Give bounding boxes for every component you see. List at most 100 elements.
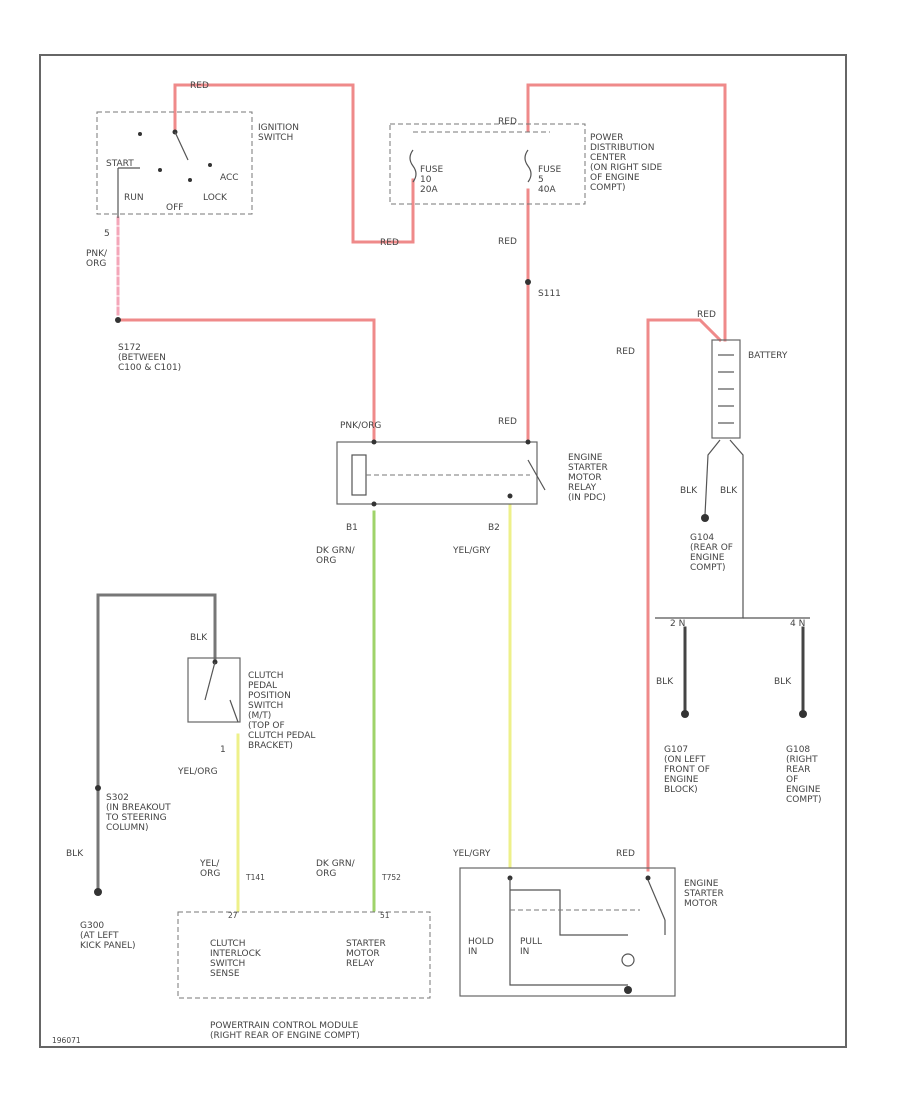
- wire-label-dkgrn-org-1: DK GRN/ORG: [316, 546, 356, 566]
- ignition-run-label: RUN: [124, 193, 144, 203]
- relay-contact: [527, 459, 546, 491]
- splice-s302: [95, 785, 101, 791]
- wire-label-yel-org-pcm: YEL/ORG: [199, 859, 220, 879]
- wire-label-red-relay: RED: [498, 417, 517, 427]
- ground-bus-label-right: 4 N: [790, 619, 805, 629]
- ignition-switch-blade: [174, 131, 189, 161]
- wire-label-blk-g107: BLK: [656, 677, 674, 687]
- diagram-frame: [39, 54, 847, 1048]
- wire-label-pnk-org: PNK/ORG: [86, 249, 108, 269]
- wire-label-red-batt-top: RED: [697, 310, 716, 320]
- wire-label-red-starter: RED: [616, 849, 635, 859]
- pdc-pin-top-label: RED: [498, 117, 517, 127]
- wire-label-blk-g108: BLK: [774, 677, 792, 687]
- clutch-switch-pin-label: 1: [220, 745, 226, 755]
- starter-motor-box: [459, 867, 676, 997]
- ground-g107: [681, 710, 689, 718]
- relay-pin: [525, 439, 531, 445]
- ground-g300: [94, 888, 102, 896]
- ignition-contact-run: [158, 168, 162, 172]
- splice-s172: [115, 317, 121, 323]
- relay-pin-b1-label: B1: [346, 523, 358, 533]
- wire-blk-clutch: [96, 593, 217, 892]
- wire-label-red-batt-left: RED: [616, 347, 635, 357]
- wire-blk-battery-g104: [704, 439, 721, 516]
- wire-label-dkgrn-org-2: DK GRN/ORG: [316, 859, 356, 879]
- relay-pin: [371, 439, 377, 445]
- clutch-switch-box: [187, 657, 241, 723]
- ignition-contact-start: [138, 132, 142, 136]
- ground-g104: [701, 514, 709, 522]
- splice-s111: [525, 279, 531, 285]
- relay-pin: [507, 493, 513, 499]
- wire-red-ignition-feed: [173, 83, 415, 244]
- relay-box: [336, 441, 538, 505]
- ignition-acc-label: ACC: [220, 173, 239, 183]
- relay-pin-b2-label: B2: [488, 523, 500, 533]
- wire-red-battery-starter: [646, 318, 723, 872]
- pcm-conn-left-label: T141: [245, 873, 265, 882]
- wire-blk-battery-right: [655, 439, 744, 619]
- wire-label-yel-gry-1: YEL/GRY: [452, 546, 491, 556]
- splice-s111-label: S111: [538, 289, 561, 299]
- wire-label-yel-org: YEL/ORG: [177, 767, 218, 777]
- ignition-contact-acc: [208, 163, 212, 167]
- relay-coil: [351, 454, 367, 496]
- starter-hold-in-coil: [509, 878, 628, 986]
- pdc-box: [389, 123, 586, 205]
- wire-label-blk-s302: BLK: [66, 849, 84, 859]
- wire-label-yel-gry-2: YEL/GRY: [452, 849, 491, 859]
- diagram-code: 196071: [52, 1036, 81, 1045]
- ground-g108: [799, 710, 807, 718]
- wire-label-blk-batt-r: BLK: [720, 486, 738, 496]
- ignition-lock-label: LOCK: [203, 193, 228, 203]
- wire-label-blk-batt-l: BLK: [680, 486, 698, 496]
- clutch-switch-lead: [229, 699, 239, 723]
- pdc-fuse-10-symbol: [409, 149, 417, 183]
- pcm-label: POWERTRAIN CONTROL MODULE(RIGHT REAR OF …: [210, 1021, 360, 1041]
- starter-contact: [647, 879, 666, 921]
- wire-label-pnk-org-relay: PNK/ORG: [340, 421, 381, 431]
- wire-label-blk-clutch: BLK: [190, 633, 208, 643]
- ignition-start-label: START: [106, 159, 134, 169]
- pcm-pin-right-label: 51: [380, 911, 390, 920]
- starter-pin: [645, 875, 651, 881]
- wire-red-pdc-battery: [526, 83, 727, 342]
- pcm-pin-left-label: 27: [228, 911, 238, 920]
- battery-body: [711, 339, 741, 439]
- pcm-conn-right-label: T752: [381, 873, 401, 882]
- ignition-off-label: OFF: [166, 203, 183, 213]
- pdc-fuse-5-symbol: [524, 149, 532, 183]
- wire-label-red-pdc-mid: RED: [498, 237, 517, 247]
- ignition-contact-off: [188, 178, 192, 182]
- relay-pin: [371, 501, 377, 507]
- starter-pull-in-coil: [510, 889, 628, 936]
- wire-red-s172-relay: [116, 318, 376, 442]
- wire-label-red-ign-top: RED: [190, 81, 209, 91]
- starter-ground: [624, 986, 632, 994]
- ignition-pin-label: 5: [104, 229, 110, 239]
- battery-label: BATTERY: [748, 351, 788, 361]
- clutch-switch-blade: [204, 661, 216, 701]
- starter-motor-armature: [621, 953, 635, 967]
- pcm-box: [177, 911, 431, 999]
- wire-label-red-ign-bottom: RED: [380, 238, 399, 248]
